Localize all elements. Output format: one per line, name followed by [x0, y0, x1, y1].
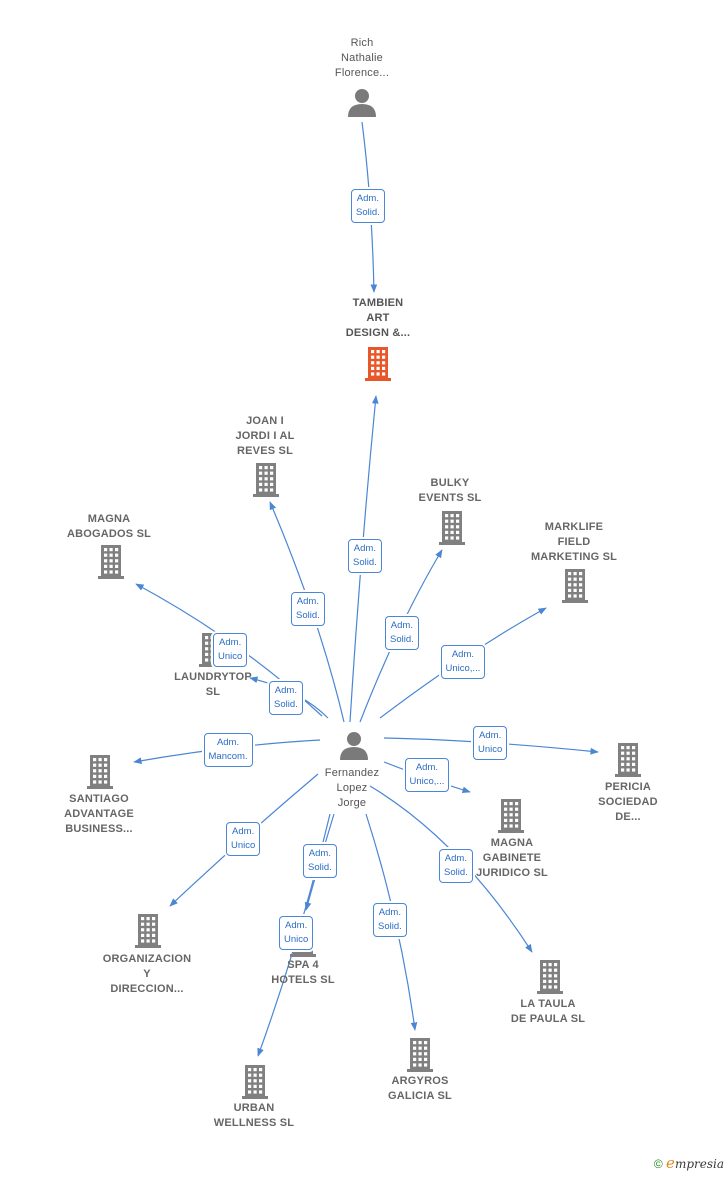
company-icon-magna_gab[interactable]	[498, 799, 524, 833]
node-label-fernandez[interactable]: Fernandez Lopez Jorge	[324, 767, 380, 809]
company-icon-lataula[interactable]	[537, 960, 563, 994]
company-icon-organizacion[interactable]	[135, 914, 161, 948]
edge-label-organizacion[interactable]: Adm. Unico	[226, 822, 261, 856]
company-icon-pericia[interactable]	[615, 743, 641, 777]
edge-label-santiago[interactable]: Adm. Mancom.	[203, 733, 253, 767]
company-icon-santiago[interactable]	[87, 755, 113, 789]
node-label-rich[interactable]: Rich Nathalie Florence...	[334, 37, 390, 79]
copyright-symbol: ©	[653, 1157, 663, 1171]
edge-label-magna_abog[interactable]: Adm. Unico	[213, 633, 248, 667]
company-icon-magna_abog[interactable]	[98, 545, 124, 579]
node-label-pericia[interactable]: PERICIA SOCIEDAD DE...	[598, 781, 658, 823]
node-label-santiago[interactable]: SANTIAGO ADVANTAGE BUSINESS...	[64, 793, 134, 835]
brand-logo-initial: e	[666, 1154, 675, 1172]
person-icon-fernandez[interactable]	[340, 732, 368, 760]
edge-label-bulky[interactable]: Adm. Solid.	[385, 616, 419, 650]
company-icon-tambien[interactable]	[365, 347, 391, 381]
edge-label-spa4[interactable]: Adm. Solid.	[303, 844, 337, 878]
node-label-tambien[interactable]: TAMBIEN ART DESIGN &...	[345, 297, 411, 339]
node-label-bulky[interactable]: BULKY EVENTS SL	[418, 477, 482, 504]
company-icon-urban[interactable]	[242, 1065, 268, 1099]
edge-label-laundrytop[interactable]: Adm. Solid.	[269, 681, 303, 715]
company-icon-argyros[interactable]	[407, 1038, 433, 1072]
company-icon-bulky[interactable]	[439, 511, 465, 545]
edge-label-argyros[interactable]: Adm. Solid.	[373, 903, 407, 937]
edge-label-tambien[interactable]: Adm. Solid.	[351, 189, 385, 223]
node-label-magna_abog[interactable]: MAGNA ABOGADOS SL	[66, 513, 152, 540]
edge-label-marklife[interactable]: Adm. Unico,...	[440, 645, 486, 679]
company-icon-marklife[interactable]	[562, 569, 588, 603]
edges-layer	[133, 121, 599, 1057]
edge-label-magna_gab[interactable]: Adm. Unico,...	[404, 758, 450, 792]
node-label-laundrytop[interactable]: LAUNDRYTOP SL	[174, 671, 252, 698]
node-label-marklife[interactable]: MARKLIFE FIELD MARKETING SL	[530, 521, 618, 563]
node-label-lataula[interactable]: LA TAULA DE PAULA SL	[510, 998, 586, 1025]
edge-label-joan[interactable]: Adm. Solid.	[291, 592, 325, 626]
node-label-urban[interactable]: URBAN WELLNESS SL	[213, 1102, 295, 1129]
node-label-spa4[interactable]: SPA 4 HOTELS SL	[271, 959, 335, 986]
edge-label-lataula[interactable]: Adm. Solid.	[439, 849, 473, 883]
edge-label-urban[interactable]: Adm. Unico	[279, 916, 314, 950]
copyright: © empresia	[654, 1154, 724, 1172]
node-label-joan[interactable]: JOAN I JORDI I AL REVES SL	[235, 415, 295, 457]
icons-layer	[87, 89, 641, 1099]
edge-label-tambien[interactable]: Adm. Solid.	[348, 539, 382, 573]
node-label-organizacion[interactable]: ORGANIZACION Y DIRECCION...	[102, 953, 192, 995]
node-label-magna_gab[interactable]: MAGNA GABINETE JURIDICO SL	[476, 837, 548, 879]
person-icon-rich[interactable]	[348, 89, 376, 117]
node-label-argyros[interactable]: ARGYROS GALICIA SL	[388, 1075, 452, 1102]
edge-label-pericia[interactable]: Adm. Unico	[473, 726, 508, 760]
company-icon-joan[interactable]	[253, 463, 279, 497]
brand-logo-text: mpresia	[674, 1157, 724, 1171]
